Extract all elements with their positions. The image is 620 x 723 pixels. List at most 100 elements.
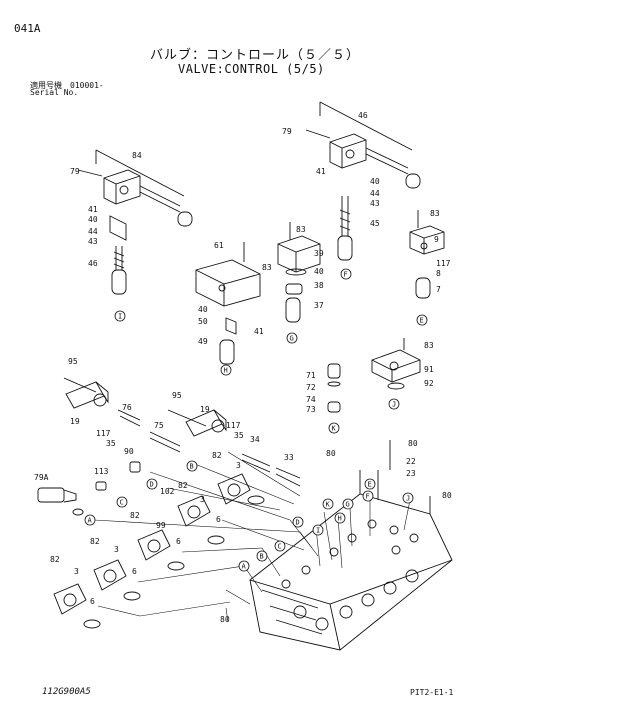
callout: 33 <box>284 453 294 462</box>
connector-b: B <box>186 460 198 472</box>
flange-3-c <box>93 559 141 601</box>
connector-a: A <box>84 514 96 526</box>
connector-i-body: I <box>312 524 324 536</box>
connector-f: F <box>340 268 352 280</box>
callout: 22 <box>406 457 416 466</box>
connector-c-body: C <box>274 540 286 552</box>
callout: 44 <box>370 189 380 198</box>
callout: 3 <box>114 545 119 554</box>
callout: 7 <box>436 285 441 294</box>
callout: 82 <box>212 451 222 460</box>
svg-text:K: K <box>326 501 331 509</box>
callout: 90 <box>124 447 134 456</box>
callout: 40 <box>198 305 208 314</box>
callout: 46 <box>88 259 98 268</box>
svg-text:C: C <box>120 499 124 507</box>
callout: 19 <box>200 405 210 414</box>
connector-g-body: G <box>342 498 354 510</box>
connector-k-body: K <box>322 498 334 510</box>
callout: 45 <box>370 219 380 228</box>
callout: 79 <box>282 127 292 136</box>
control-valve-body <box>249 440 453 651</box>
callout: 82 <box>50 555 60 564</box>
callout: 41 <box>88 205 98 214</box>
svg-text:B: B <box>190 463 194 471</box>
callout: 73 <box>306 405 316 414</box>
serial-label-japanese: 適用号機 010001- <box>30 81 104 90</box>
svg-text:F: F <box>344 271 348 279</box>
callout: 80 <box>326 449 336 458</box>
svg-text:B: B <box>260 553 264 561</box>
connector-e: E <box>416 314 428 326</box>
svg-text:K: K <box>332 425 337 433</box>
flange-99 <box>137 529 185 571</box>
callout: 82 <box>178 481 188 490</box>
connector-d-body: D <box>292 516 304 528</box>
plug-assembly-71 <box>327 363 341 413</box>
connector-e-body: E <box>364 478 376 490</box>
connector-markers: A B C D E F G H I J K A B C D E F G H I … <box>84 268 428 572</box>
callout: 39 <box>314 249 324 258</box>
callout: 61 <box>214 241 224 250</box>
callout: 40 <box>314 267 324 276</box>
callout: 99 <box>156 521 166 530</box>
svg-text:I: I <box>118 313 122 321</box>
callout: 38 <box>314 281 324 290</box>
connector-i: I <box>114 310 126 322</box>
svg-text:E: E <box>420 317 424 325</box>
svg-text:I: I <box>316 527 320 535</box>
svg-text:H: H <box>338 515 342 523</box>
solenoid-19-left <box>63 377 109 409</box>
callout: 23 <box>406 469 416 478</box>
callout: 19 <box>70 417 80 426</box>
callout: 82 <box>90 537 100 546</box>
callout: 83 <box>262 263 272 272</box>
callout: 71 <box>306 371 316 380</box>
valve-plate-61 <box>195 242 261 365</box>
callout: 6 <box>176 537 181 546</box>
page-reference: PIT2-E1-1 <box>410 688 454 697</box>
valve-block-9 <box>409 210 445 299</box>
svg-text:D: D <box>150 481 154 489</box>
callout: 92 <box>424 379 434 388</box>
callout: 6 <box>132 567 137 576</box>
callout: 40 <box>370 177 380 186</box>
svg-text:E: E <box>368 481 372 489</box>
callout: 79 <box>70 167 80 176</box>
connector-b-body: B <box>256 550 268 562</box>
callout: 35 <box>106 439 116 448</box>
valve-cover-39 <box>277 222 321 323</box>
callout: 80 <box>220 615 230 624</box>
callout: 117 <box>226 421 241 430</box>
connector-h-body: H <box>334 512 346 524</box>
title-english: VALVE:CONTROL (5/5) <box>178 62 325 76</box>
svg-text:A: A <box>242 563 247 571</box>
connector-g: G <box>286 332 298 344</box>
callout: 3 <box>236 461 241 470</box>
svg-text:D: D <box>296 519 300 527</box>
callout: 44 <box>88 227 98 236</box>
connector-d: D <box>146 478 158 490</box>
callout: 41 <box>254 327 264 336</box>
cover-plate-91 <box>371 338 421 390</box>
svg-text:J: J <box>392 401 396 409</box>
callout: 117 <box>96 429 111 438</box>
callout: 43 <box>88 237 98 246</box>
callout: 84 <box>132 151 142 160</box>
callout: 46 <box>358 111 368 120</box>
callout: 3 <box>74 567 79 576</box>
callout: 95 <box>172 391 182 400</box>
connector-f-body: F <box>362 490 374 502</box>
callout: 8 <box>436 269 441 278</box>
callout: 37 <box>314 301 324 310</box>
callout: 3 <box>200 495 205 504</box>
svg-text:H: H <box>224 367 228 375</box>
svg-text:C: C <box>278 543 282 551</box>
svg-text:F: F <box>366 493 370 501</box>
callout: 80 <box>408 439 418 448</box>
svg-text:J: J <box>406 495 410 503</box>
callout: 76 <box>122 403 132 412</box>
callout: 50 <box>198 317 208 326</box>
callout: 82 <box>130 511 140 520</box>
connector-j-body: J <box>402 492 414 504</box>
